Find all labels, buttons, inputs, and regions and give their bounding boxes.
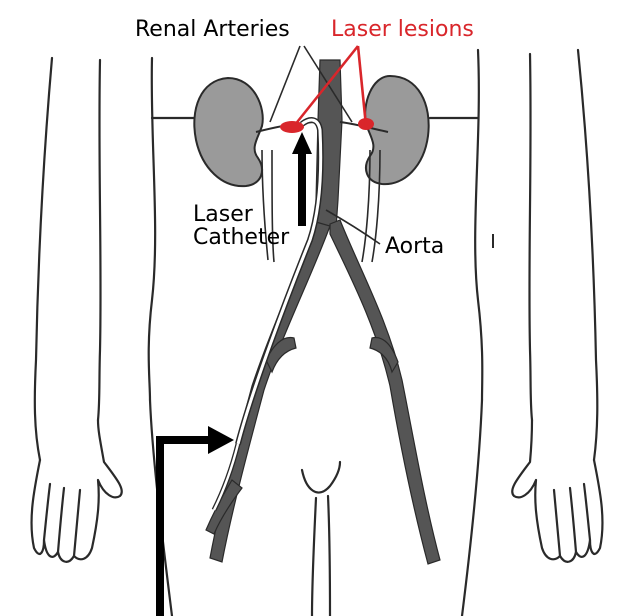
renal-arteries-label: Renal Arteries	[135, 18, 290, 42]
aorta-marker	[492, 234, 494, 248]
catheter-label: Catheter	[193, 226, 289, 250]
left-lesion	[280, 121, 304, 133]
entry-arrow-horizontal	[156, 436, 212, 444]
entry-arrow-vertical	[156, 436, 164, 616]
laser-lesions-label: Laser lesions	[331, 18, 474, 42]
arrow-up-shaft	[298, 150, 306, 226]
aorta-label: Aorta	[385, 235, 444, 259]
laser-label: Laser	[193, 203, 253, 227]
